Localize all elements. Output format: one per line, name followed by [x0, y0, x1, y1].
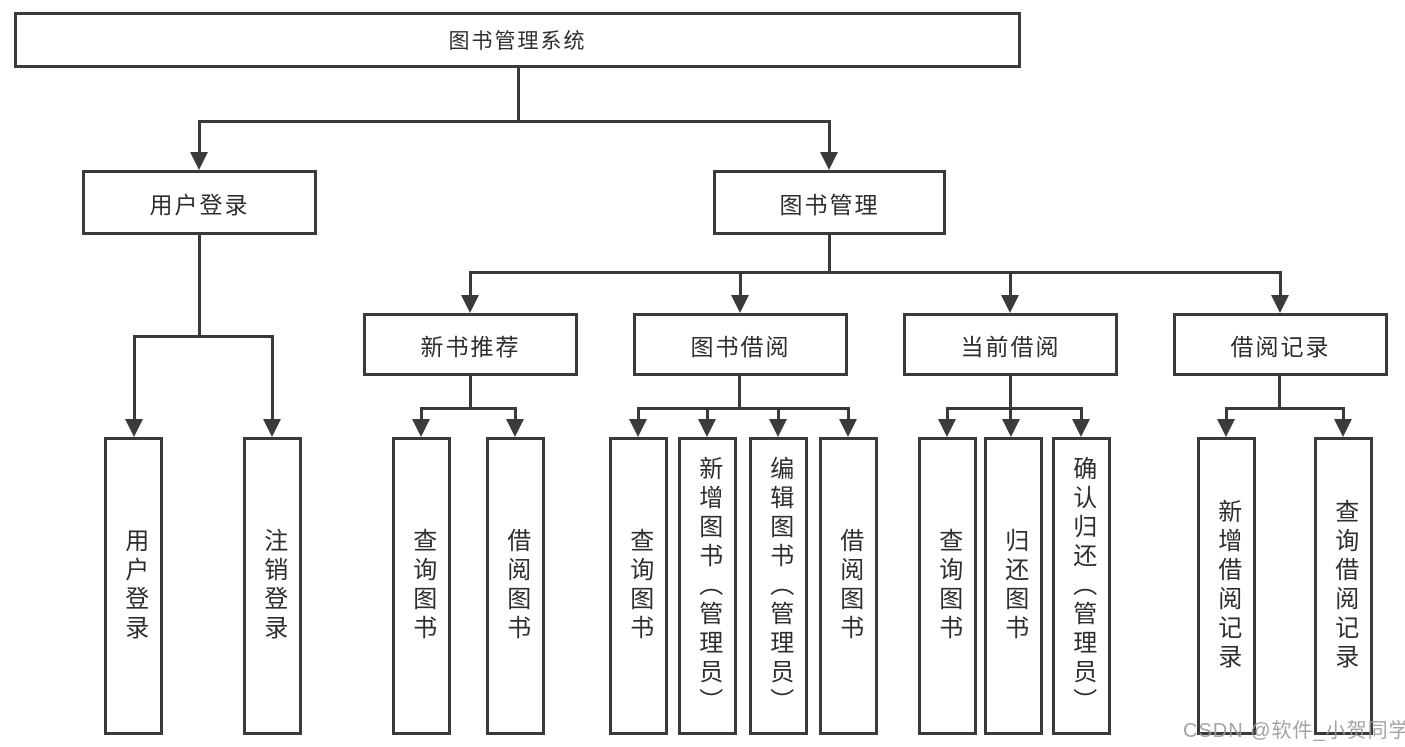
leaf-borrow-edit-book-admin-label: 编辑图书（管理员）: [765, 455, 793, 717]
node-book-borrow: 图书借阅: [633, 313, 848, 376]
connector-stub-borrow-borrow: [847, 407, 850, 421]
leaf-records-query-record: 查询借阅记录: [1314, 437, 1373, 735]
leaf-records-query-record-label: 查询借阅记录: [1330, 499, 1358, 673]
leaf-borrow-query-book: 查询图书: [609, 437, 668, 735]
node-book-management: 图书管理: [713, 170, 946, 235]
arrow-down-icon: [839, 419, 857, 437]
leaf-records-add-record: 新增借阅记录: [1197, 437, 1256, 735]
leaf-borrow-query-book-label: 查询图书: [625, 528, 653, 644]
connector-stub-leaf-user-login: [133, 335, 136, 421]
leaf-borrow-add-book-admin: 新增图书（管理员）: [678, 437, 737, 735]
connector-stub-current-confirm: [1080, 407, 1083, 421]
arrow-down-icon: [190, 152, 208, 170]
connector-stub-current-borrow: [1009, 271, 1012, 297]
connector-recommend-drop: [469, 375, 472, 410]
connector-book-management-drop: [828, 234, 831, 274]
arrow-down-icon: [506, 419, 524, 437]
leaf-logout: 注销登录: [243, 437, 302, 735]
leaf-borrow-borrow-book-label: 借阅图书: [835, 528, 863, 644]
node-user-login: 用户登录: [82, 170, 317, 235]
arrow-down-icon: [698, 419, 716, 437]
leaf-current-query-book: 查询图书: [918, 437, 977, 735]
connector-stub-records-query: [1342, 407, 1345, 421]
leaf-logout-label: 注销登录: [259, 528, 287, 644]
arrow-down-icon: [769, 419, 787, 437]
arrow-down-icon: [1334, 419, 1352, 437]
connector-level3-bus: [469, 271, 1282, 274]
arrow-down-icon: [1072, 419, 1090, 437]
connector-book-borrow-drop: [738, 375, 741, 410]
connector-user-login-drop: [198, 234, 201, 338]
connector-stub-recommend-borrow: [514, 407, 517, 421]
connector-recommend-bus: [420, 407, 517, 410]
connector-stub-new-book-recommend: [469, 271, 472, 297]
connector-user-login-bus: [133, 335, 274, 338]
connector-root-drop: [517, 67, 520, 120]
leaf-borrow-add-book-admin-label: 新增图书（管理员）: [694, 455, 722, 717]
connector-stub-recommend-query: [420, 407, 423, 421]
leaf-current-confirm-return-admin: 确认归还（管理员）: [1052, 437, 1111, 735]
connector-book-borrow-bus: [637, 407, 850, 410]
connector-stub-records-add: [1225, 407, 1228, 421]
connector-stub-leaf-logout: [271, 335, 274, 421]
connector-current-borrow-drop: [1009, 375, 1012, 410]
arrow-down-icon: [412, 419, 430, 437]
arrow-down-icon: [1271, 295, 1289, 313]
leaf-user-login-label: 用户登录: [120, 528, 148, 644]
connector-stub-borrow-query: [637, 407, 640, 421]
node-new-book-recommend: 新书推荐: [363, 313, 578, 376]
connector-current-borrow-bus: [946, 407, 1083, 410]
connector-stub-current-return: [1009, 407, 1012, 421]
leaf-current-query-book-label: 查询图书: [934, 528, 962, 644]
leaf-current-return-book-label: 归还图书: [1000, 528, 1028, 644]
arrow-down-icon: [938, 419, 956, 437]
leaf-current-return-book: 归还图书: [984, 437, 1043, 735]
leaf-current-confirm-return-admin-label: 确认归还（管理员）: [1068, 455, 1096, 717]
leaf-borrow-borrow-book: 借阅图书: [819, 437, 878, 735]
arrow-down-icon: [820, 152, 838, 170]
connector-stub-book-borrow: [739, 271, 742, 297]
arrow-down-icon: [125, 419, 143, 437]
arrow-down-icon: [1217, 419, 1235, 437]
leaf-user-login: 用户登录: [104, 437, 163, 735]
connector-records-bus: [1225, 407, 1345, 410]
leaf-recommend-borrow-book-label: 借阅图书: [502, 528, 530, 644]
leaf-borrow-edit-book-admin: 编辑图书（管理员）: [749, 437, 808, 735]
connector-stub-current-query: [946, 407, 949, 421]
node-root: 图书管理系统: [14, 12, 1021, 68]
connector-stub-borrow-add: [706, 407, 709, 421]
connector-stub-user-login: [198, 120, 201, 154]
node-current-borrow: 当前借阅: [903, 313, 1118, 376]
connector-level1-bus: [198, 120, 831, 123]
leaf-records-add-record-label: 新增借阅记录: [1213, 499, 1241, 673]
arrow-down-icon: [263, 419, 281, 437]
leaf-recommend-borrow-book: 借阅图书: [486, 437, 545, 735]
arrow-down-icon: [629, 419, 647, 437]
connector-stub-borrow-edit: [777, 407, 780, 421]
leaf-recommend-query-book-label: 查询图书: [408, 528, 436, 644]
connector-records-drop: [1278, 375, 1281, 410]
arrow-down-icon: [1002, 419, 1020, 437]
node-borrow-records: 借阅记录: [1173, 313, 1388, 376]
arrow-down-icon: [1001, 295, 1019, 313]
connector-stub-borrow-records: [1279, 271, 1282, 297]
csdn-watermark: CSDN @软件_小贺同学: [1183, 720, 1405, 742]
connector-stub-book-management: [828, 120, 831, 154]
arrow-down-icon: [731, 295, 749, 313]
arrow-down-icon: [461, 295, 479, 313]
leaf-recommend-query-book: 查询图书: [392, 437, 451, 735]
